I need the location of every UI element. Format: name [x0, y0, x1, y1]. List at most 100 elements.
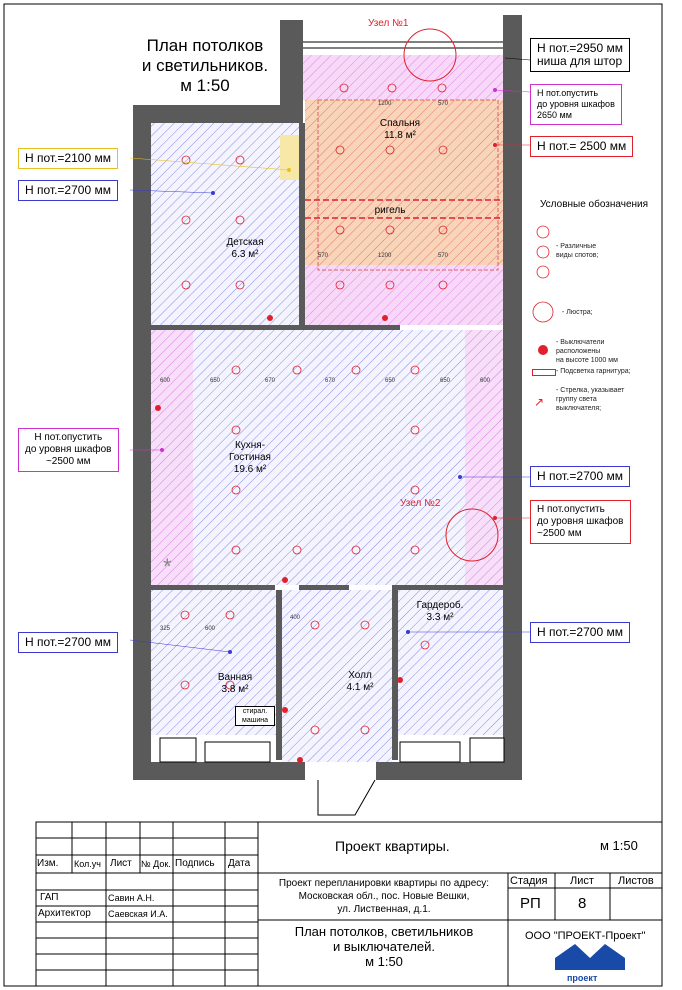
company-logo	[555, 944, 625, 970]
spot-lights	[180, 83, 554, 735]
dim-label: 400	[290, 615, 301, 621]
tb-header-podpis: Подпись	[175, 858, 215, 869]
callout-text: до уровня шкафов	[537, 516, 624, 527]
tb-address-line: Московская обл., пос. Новые Вешки,	[298, 891, 470, 902]
legend-title: Условные обозначения	[540, 199, 649, 210]
dim-label: 570	[438, 253, 449, 259]
legend-spots: - Различные виды спотов;	[556, 242, 598, 260]
tb-sheet-title-line: План потолков, светильников	[294, 924, 474, 939]
tb-role-arch: Архитектор	[38, 908, 91, 919]
callout-ceiling-2100: Н пот.=2100 мм	[18, 148, 118, 169]
walls	[133, 15, 522, 780]
tb-header-ndok: № Док.	[141, 859, 171, 869]
legend-backlight: - Подсветка гарнитура;	[556, 368, 631, 375]
callout-ceiling-lower: Н пот.опустить до уровня шкафов 2650 мм	[530, 84, 622, 125]
room-area: 3.8 м²	[221, 684, 249, 695]
tb-project: Проект квартиры.	[335, 838, 450, 854]
tb-sheet-title: План потолков, светильников и выключател…	[262, 924, 506, 969]
logo-text: проект	[567, 973, 598, 983]
callout-ceiling-2700-right: Н пот.=2700 мм	[530, 466, 630, 487]
dim-label: 650	[210, 378, 221, 384]
switches	[155, 315, 548, 763]
dim-label: 570	[318, 253, 329, 259]
tb-scale: м 1:50	[600, 838, 638, 853]
legend-text: - Стрелка, указывает	[556, 387, 625, 394]
callout-ceiling-lower-right: Н пот.опустить до уровня шкафов ~2500 мм	[530, 500, 631, 544]
washer-label: стирал. машина	[235, 706, 275, 726]
room-wardrobe: Гардероб. 3.3 м²	[400, 600, 480, 624]
room-name: Спальня	[379, 118, 421, 129]
room-name: Ванная	[217, 672, 253, 683]
room-area: 6.3 м²	[231, 249, 259, 260]
room-area: 19.6 м²	[233, 464, 267, 475]
room-kids: Детская 6.3 м²	[215, 237, 275, 261]
room-name: Кухня-	[234, 440, 266, 451]
room-area: 11.8 м²	[384, 130, 416, 141]
room-bath: Ванная 3.8 м²	[205, 672, 265, 696]
legend-text: виды спотов;	[556, 252, 599, 259]
legend-switch: - Выключатели расположены на высоте 1000…	[556, 338, 618, 365]
tb-name-gap: Савин А.Н.	[108, 893, 155, 903]
washer-text: стирал.	[242, 708, 268, 715]
tb-sheet-title-line: м 1:50	[365, 954, 403, 969]
tb-sheet-header: Лист	[570, 875, 594, 887]
dim-label: 670	[265, 378, 276, 384]
tb-name-arch: Саевская И.А.	[108, 909, 168, 919]
tb-header-izm: Изм.	[37, 858, 59, 869]
legend-chandelier: - Люстра;	[562, 309, 593, 316]
room-name: Детская	[226, 237, 264, 248]
tb-header-kolu: Кол.уч	[74, 859, 101, 869]
beam-label: ригель	[374, 205, 406, 216]
legend-text: расположены	[556, 348, 601, 355]
callout-text: Н пот.=2950 мм	[537, 41, 623, 55]
tb-address-line: ул. Лиственная, д.1.	[337, 904, 431, 915]
dim-label: 650	[385, 378, 396, 384]
room-name: Гардероб.	[416, 600, 464, 611]
tb-header-list: Лист	[110, 858, 132, 869]
dim-label: 1200	[378, 253, 392, 259]
tb-sheet-title-line: и выключателей.	[332, 939, 436, 954]
plan-title-line1: План потолков	[146, 36, 264, 55]
svg-text:*: *	[163, 554, 172, 579]
legend-text: - Различные	[556, 243, 597, 250]
tb-stage: РП	[520, 895, 541, 912]
callout-ceiling-niche: Н пот.=2950 мм ниша для штор	[530, 38, 630, 72]
callout-ceiling-2700-kids: Н пот.=2700 мм	[18, 180, 118, 201]
tb-address-line: Проект перепланировки квартиры по адресу…	[278, 878, 490, 889]
tb-role-gap: ГАП	[40, 892, 59, 903]
callout-ceiling-2700-bath: Н пот.=2700 мм	[18, 632, 118, 653]
callout-text: ~2500 мм	[45, 456, 91, 467]
callout-text: 2650 мм	[537, 110, 572, 120]
callout-text: ~2500 мм	[537, 528, 582, 539]
dim-label: 570	[438, 101, 449, 107]
room-hall: Холл 4.1 м²	[330, 670, 390, 694]
callout-text: Н пот.опустить	[537, 88, 599, 98]
tb-address: Проект перепланировки квартиры по адресу…	[262, 877, 506, 916]
title-block	[35, 821, 663, 987]
dim-label: 600	[480, 378, 491, 384]
plan-title: План потолков и светильников. м 1:50	[120, 36, 290, 96]
callout-text: ниша для штор	[537, 54, 623, 68]
dim-label: 600	[205, 626, 216, 632]
backlight-swatch	[532, 369, 556, 376]
dim-label: 650	[440, 378, 451, 384]
tb-header-data: Дата	[228, 858, 251, 869]
room-bedroom: Спальня 11.8 м²	[360, 118, 440, 142]
legend-text: на высоте 1000 мм	[556, 357, 618, 364]
callout-ceiling-2500: Н пот.= 2500 мм	[530, 136, 634, 157]
tb-sheet: 8	[578, 895, 587, 912]
legend-text: - Выключатели	[556, 339, 605, 346]
plan-title-scale: м 1:50	[180, 76, 230, 95]
dim-label: 600	[160, 378, 171, 384]
room-kitchen: Кухня- Гостиная 19.6 м²	[220, 440, 280, 476]
plan-title-line2: и светильников.	[141, 56, 269, 75]
node-1-label: Узел №1	[368, 18, 409, 29]
legend-arrow: - Стрелка, указывает группу света выключ…	[556, 386, 624, 413]
dim-label: 1200	[378, 101, 392, 107]
callout-ceiling-2700-wardrobe: Н пот.=2700 мм	[530, 622, 630, 643]
callout-text: Н пот.опустить	[537, 504, 605, 515]
tb-stage-header: Стадия	[510, 875, 548, 887]
room-area: 4.1 м²	[346, 682, 374, 693]
dim-label: 325	[160, 626, 171, 632]
room-area: 3.3 м²	[426, 612, 454, 623]
